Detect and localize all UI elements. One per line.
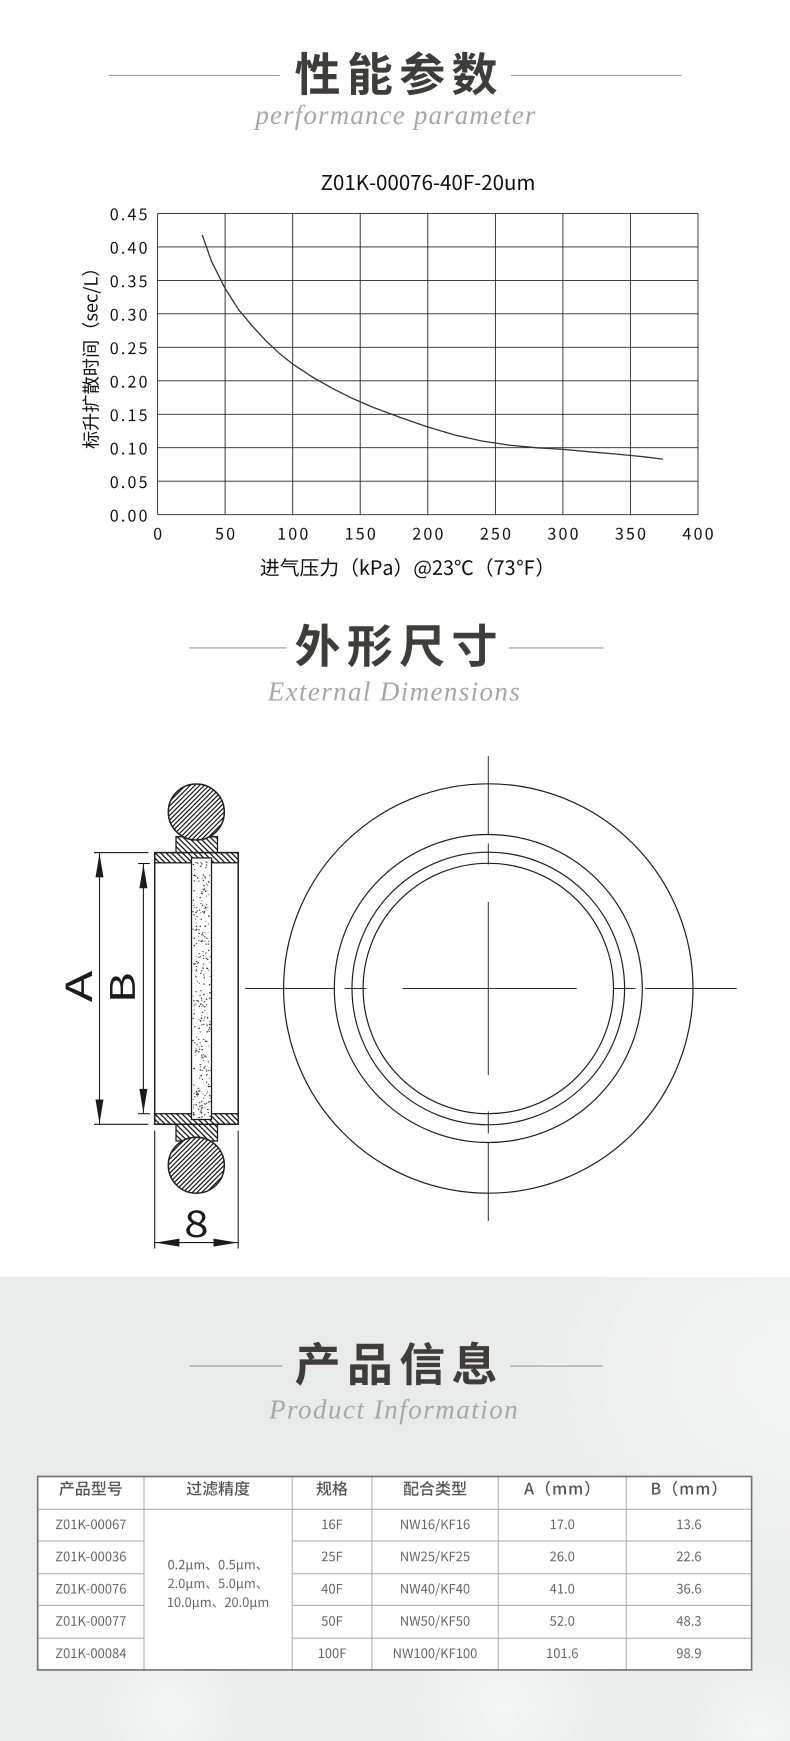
svg-text:performance parameter: performance parameter: [253, 100, 536, 130]
svg-text:Product Information: Product Information: [268, 1395, 519, 1425]
svg-text:External Dimensions: External Dimensions: [267, 677, 521, 707]
